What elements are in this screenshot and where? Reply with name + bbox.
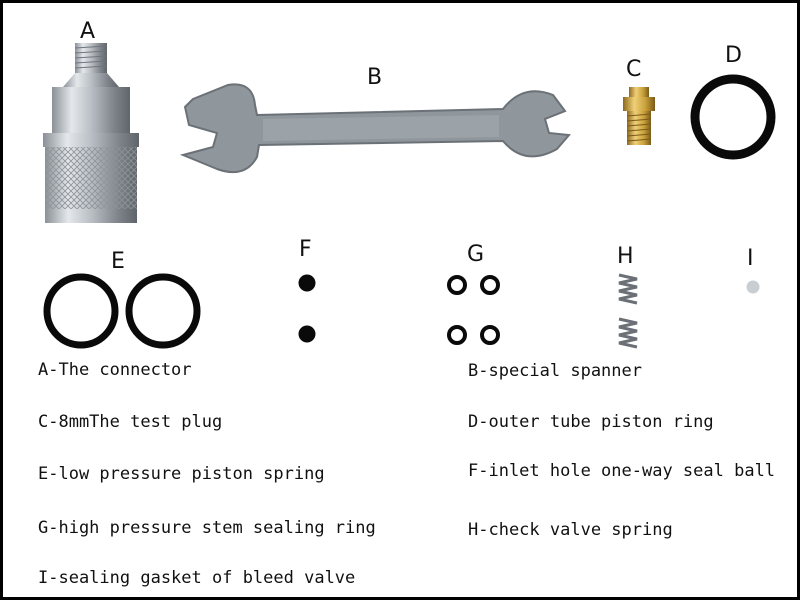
label-b: B bbox=[367, 65, 383, 90]
caption-e: E-low pressure piston spring bbox=[38, 464, 325, 484]
o-ring-pair-icon bbox=[43, 273, 201, 349]
caption-d: D-outer tube piston ring bbox=[468, 412, 714, 432]
label-d: D bbox=[725, 43, 742, 68]
label-c: C bbox=[626, 57, 642, 82]
product-parts-figure: A B C D E F G H I bbox=[3, 3, 797, 597]
caption-c: C-8mmThe test plug bbox=[38, 412, 223, 432]
caption-g: G-high pressure stem sealing ring bbox=[38, 518, 376, 538]
label-h: H bbox=[617, 244, 634, 269]
seal-ball-icon bbox=[298, 274, 316, 343]
o-ring-icon bbox=[690, 74, 776, 160]
label-e: E bbox=[111, 249, 125, 274]
label-a: A bbox=[80, 19, 96, 44]
caption-i: I-sealing gasket of bleed valve bbox=[38, 568, 356, 588]
label-i: I bbox=[747, 246, 754, 271]
spring-icon bbox=[618, 273, 638, 349]
spanner-icon bbox=[179, 83, 572, 173]
label-f: F bbox=[299, 237, 312, 262]
connector-icon bbox=[43, 43, 139, 223]
caption-b: B-special spanner bbox=[468, 361, 642, 381]
caption-h: H-check valve spring bbox=[468, 520, 673, 540]
gasket-icon bbox=[746, 280, 760, 294]
small-o-ring-icon bbox=[447, 275, 500, 345]
test-plug-icon bbox=[623, 87, 655, 145]
caption-f: F-inlet hole one-way seal ball bbox=[468, 461, 776, 481]
caption-a: A-The connector bbox=[38, 360, 192, 380]
label-g: G bbox=[467, 242, 485, 267]
